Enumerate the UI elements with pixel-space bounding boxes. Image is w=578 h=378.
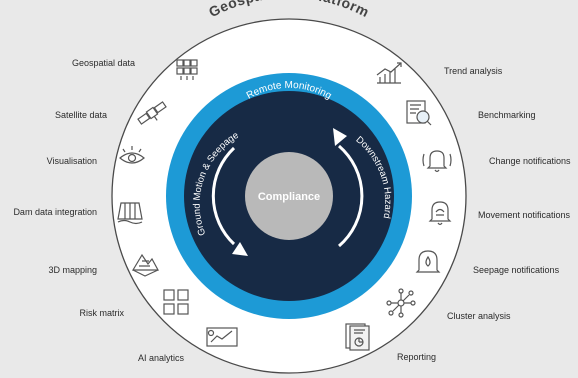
label-visualisation: Visualisation — [46, 156, 97, 166]
label-risk-matrix: Risk matrix — [79, 308, 125, 318]
3d-terrain-icon — [131, 253, 160, 277]
label-change-notifications: Change notifications — [489, 156, 571, 166]
label-ai-analytics: AI analytics — [137, 353, 184, 363]
bell-icon — [422, 150, 452, 173]
label-cluster-analysis: Cluster analysis — [447, 311, 511, 321]
arrow-ground-motion — [211, 146, 248, 256]
label-seepage-notifications: Seepage notifications — [473, 265, 560, 275]
satellite-icon — [137, 101, 167, 125]
movement-alert-icon — [428, 201, 452, 226]
analytics-chart-icon — [206, 327, 238, 347]
trend-chart-icon — [376, 62, 402, 84]
label-dam-data-integration: Dam data integration — [13, 207, 97, 217]
benchmark-report-icon — [406, 100, 432, 126]
label-trend-analysis: Trend analysis — [444, 66, 503, 76]
compliance-label: Compliance — [258, 191, 320, 203]
dam-icon — [117, 202, 143, 225]
label-benchmarking: Benchmarking — [478, 110, 536, 120]
label-reporting: Reporting — [397, 352, 437, 362]
platform-title: Geospatial AI Platform — [206, 0, 372, 20]
data-layers-icon — [176, 59, 198, 80]
grid-matrix-icon — [163, 289, 189, 315]
seepage-bell-icon — [415, 250, 441, 273]
cluster-network-icon — [386, 288, 416, 318]
label-3d-mapping: 3D mapping — [48, 265, 97, 275]
label-movement-notifications: Movement notifications — [478, 210, 571, 220]
eye-icon — [119, 146, 145, 164]
compliance-center — [245, 152, 333, 240]
report-icon — [345, 323, 370, 351]
label-satellite-data: Satellite data — [54, 110, 107, 120]
label-geospatial-data: Geospatial data — [71, 58, 135, 68]
arrow-downstream-hazard — [333, 128, 364, 248]
